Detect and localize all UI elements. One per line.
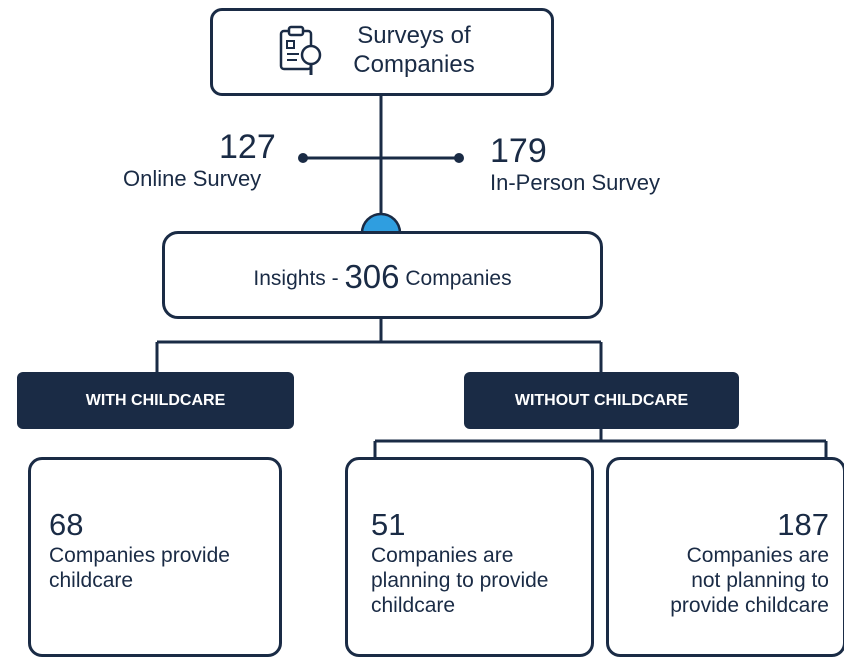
with-childcare-card: 68 Companies provide childcare bbox=[28, 457, 282, 657]
without-childcare-banner: WITHOUT CHILDCARE bbox=[464, 372, 739, 429]
insights-prefix: Insights - bbox=[253, 267, 345, 290]
not-planning-card: 187 Companies are not planning to provid… bbox=[606, 457, 844, 657]
with-childcare-banner: WITH CHILDCARE bbox=[17, 372, 294, 429]
insights-count: 306 bbox=[344, 258, 400, 295]
surveys-title-line2: Companies bbox=[353, 51, 475, 78]
insights-text: Insights - 306 Companies bbox=[165, 258, 600, 296]
not-planning-text: Companies are not planning to provide ch… bbox=[670, 543, 829, 618]
not-planning-line1: Companies are bbox=[686, 544, 829, 567]
not-planning-line2: not planning to bbox=[691, 569, 829, 592]
with-childcare-count: 68 bbox=[49, 507, 84, 542]
with-childcare-text: Companies provide childcare bbox=[49, 543, 230, 593]
clipboard-magnifier-icon bbox=[279, 25, 322, 75]
with-childcare-line1: Companies provide bbox=[49, 544, 230, 567]
merge-marker bbox=[360, 212, 402, 235]
in-person-count: 179 bbox=[490, 132, 547, 170]
insights-box: Insights - 306 Companies bbox=[162, 231, 603, 319]
with-childcare-line2: childcare bbox=[49, 569, 134, 592]
insights-suffix: Companies bbox=[399, 267, 512, 290]
online-label: Online Survey bbox=[123, 166, 262, 191]
surveys-title-line1: Surveys of bbox=[357, 22, 471, 49]
in-person-dot bbox=[454, 153, 464, 163]
planning-count: 51 bbox=[371, 507, 406, 542]
online-count: 127 bbox=[219, 128, 276, 166]
surveys-box: Surveys of Companies bbox=[210, 8, 554, 96]
planning-line2: planning to provide bbox=[371, 569, 549, 592]
planning-text: Companies are planning to provide childc… bbox=[371, 543, 548, 618]
not-planning-count: 187 bbox=[777, 507, 829, 542]
in-person-label: In-Person Survey bbox=[490, 170, 660, 195]
planning-line3: childcare bbox=[371, 594, 456, 617]
planning-card: 51 Companies are planning to provide chi… bbox=[345, 457, 594, 657]
surveys-title: Surveys of Companies bbox=[344, 21, 484, 79]
online-dot bbox=[298, 153, 308, 163]
planning-line1: Companies are bbox=[371, 544, 514, 567]
not-planning-line3: provide childcare bbox=[670, 594, 829, 617]
